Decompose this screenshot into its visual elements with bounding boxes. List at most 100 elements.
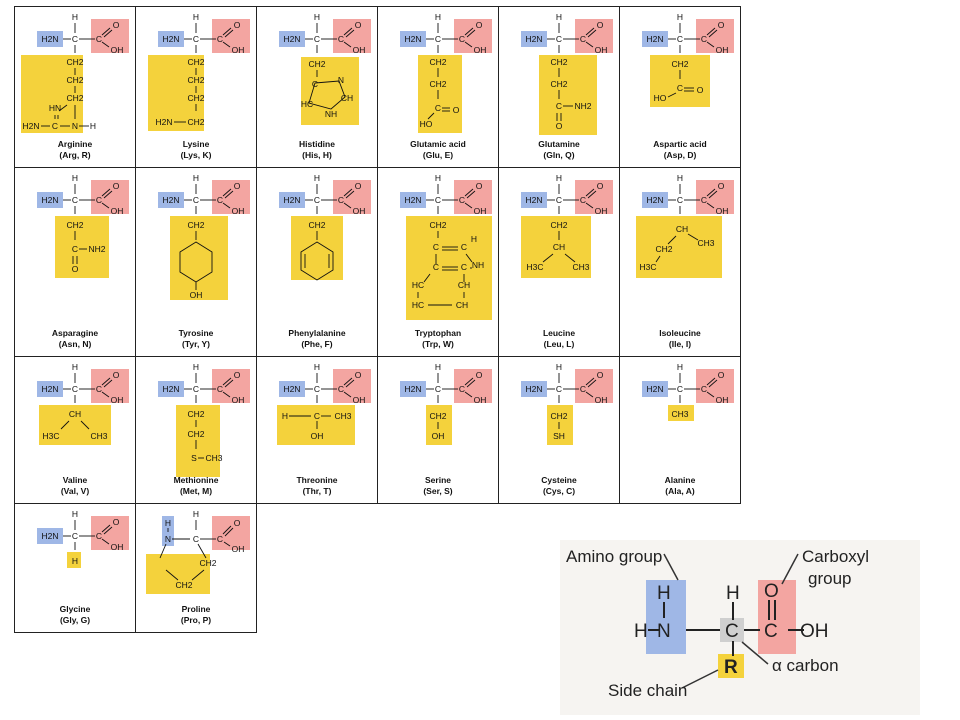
- amino-h-top: H: [657, 583, 671, 604]
- name-label: Serine: [425, 475, 451, 485]
- carboxyl-oh: OH: [232, 45, 245, 55]
- bond-line: [706, 202, 715, 209]
- atom-label: C: [433, 242, 439, 252]
- carboxyl-c: C: [459, 195, 465, 205]
- bond-line: [223, 541, 231, 547]
- carboxyl-oh: OH: [232, 395, 245, 405]
- abbr-label: (Val, V): [60, 486, 90, 496]
- name-label: Phenylalanine: [288, 328, 346, 338]
- carboxyl-o: O: [113, 370, 120, 380]
- name-label: Glutamine: [538, 139, 580, 149]
- carboxyl-c: C: [96, 384, 102, 394]
- bond-line: [667, 92, 677, 98]
- name-label: Aspartic acid: [653, 139, 707, 149]
- carboxyl-oh: OH: [595, 45, 608, 55]
- atom-label: N: [165, 534, 171, 544]
- carboxyl-oh: OH: [474, 395, 487, 405]
- side-chain-highlight: [636, 216, 722, 278]
- atom-label: C: [461, 242, 467, 252]
- abbr-label: (Gly, G): [59, 615, 91, 625]
- bond-line: [564, 253, 576, 263]
- atom-label: SH: [553, 431, 565, 441]
- alpha-c: C: [193, 534, 199, 544]
- carboxyl-group-highlight: [696, 369, 734, 403]
- abbr-label: (Ala, A): [665, 486, 695, 496]
- alpha-h: H: [314, 362, 320, 372]
- carboxyl-c: C: [96, 195, 102, 205]
- name-label: Glutamic acid: [410, 139, 466, 149]
- atom-label: C: [312, 79, 318, 89]
- atom-label: H2N: [155, 117, 172, 127]
- alpha-h: H: [677, 12, 683, 22]
- carboxyl-c: C: [701, 34, 707, 44]
- atom-label: OH: [311, 431, 324, 441]
- atom-label: HO: [654, 93, 667, 103]
- side-chain-highlight: [426, 405, 452, 445]
- alpha-c: C: [72, 384, 78, 394]
- abbr-label: (Met, M): [179, 486, 213, 496]
- bond-line: [345, 29, 355, 38]
- alpha-h: H: [435, 362, 441, 372]
- carboxyl-c: C: [217, 534, 223, 544]
- carboxyl-group-highlight: [696, 180, 734, 214]
- side-chain-highlight: [521, 216, 591, 278]
- amino-group-highlight: [37, 381, 63, 397]
- atom-label: H: [90, 121, 96, 131]
- alpha-c: C: [556, 34, 562, 44]
- atom-label: CH2: [671, 59, 688, 69]
- atom-label: CH2: [429, 79, 446, 89]
- amino-group-highlight: [279, 31, 305, 47]
- amino-group-highlight: [642, 192, 668, 208]
- abbr-label: (Arg, R): [59, 150, 91, 160]
- alpha-h: H: [193, 12, 199, 22]
- bond-line: [80, 420, 90, 430]
- bond-line: [222, 377, 232, 386]
- alpha-c: C: [193, 195, 199, 205]
- bond-line: [101, 202, 110, 209]
- bond-line: [222, 391, 231, 398]
- carboxyl-group-highlight: [575, 180, 613, 214]
- alpha-h: H: [677, 173, 683, 183]
- amino-group-highlight: [521, 31, 547, 47]
- atom-label: CH2: [550, 220, 567, 230]
- carboxyl-oh: OH: [474, 45, 487, 55]
- atom-label: C: [435, 103, 441, 113]
- bond-line: [60, 420, 70, 430]
- carboxyl-o: O: [597, 181, 604, 191]
- bond-line: [464, 27, 474, 36]
- alpha-c: C: [193, 384, 199, 394]
- alpha-h: H: [556, 362, 562, 372]
- carboxyl-oh: OH: [716, 206, 729, 216]
- carboxyl-group-highlight: [91, 369, 129, 403]
- atom-label: H3C: [526, 262, 543, 272]
- abbr-label: (Pro, P): [180, 615, 212, 625]
- carboxyl-oh: OH: [111, 542, 124, 552]
- amino-h2n: H2N: [525, 384, 542, 394]
- carboxyl-oh: OH: [353, 395, 366, 405]
- bond-line: [101, 377, 111, 386]
- name-label: Tryptophan: [414, 328, 462, 338]
- side-chain-highlight: [418, 55, 462, 133]
- alpha-c: C: [435, 384, 441, 394]
- bond-line: [706, 27, 716, 36]
- bond-line: [58, 104, 68, 112]
- carboxyl-group-highlight: [91, 19, 129, 53]
- atom-label: N: [72, 121, 78, 131]
- atom-label: C: [72, 244, 78, 254]
- carboxyl-group-highlight: [91, 180, 129, 214]
- alpha-h: H: [435, 173, 441, 183]
- carboxyl-o: O: [597, 20, 604, 30]
- bond-line: [585, 391, 594, 398]
- bond-line: [222, 525, 232, 535]
- bond-line: [708, 379, 718, 388]
